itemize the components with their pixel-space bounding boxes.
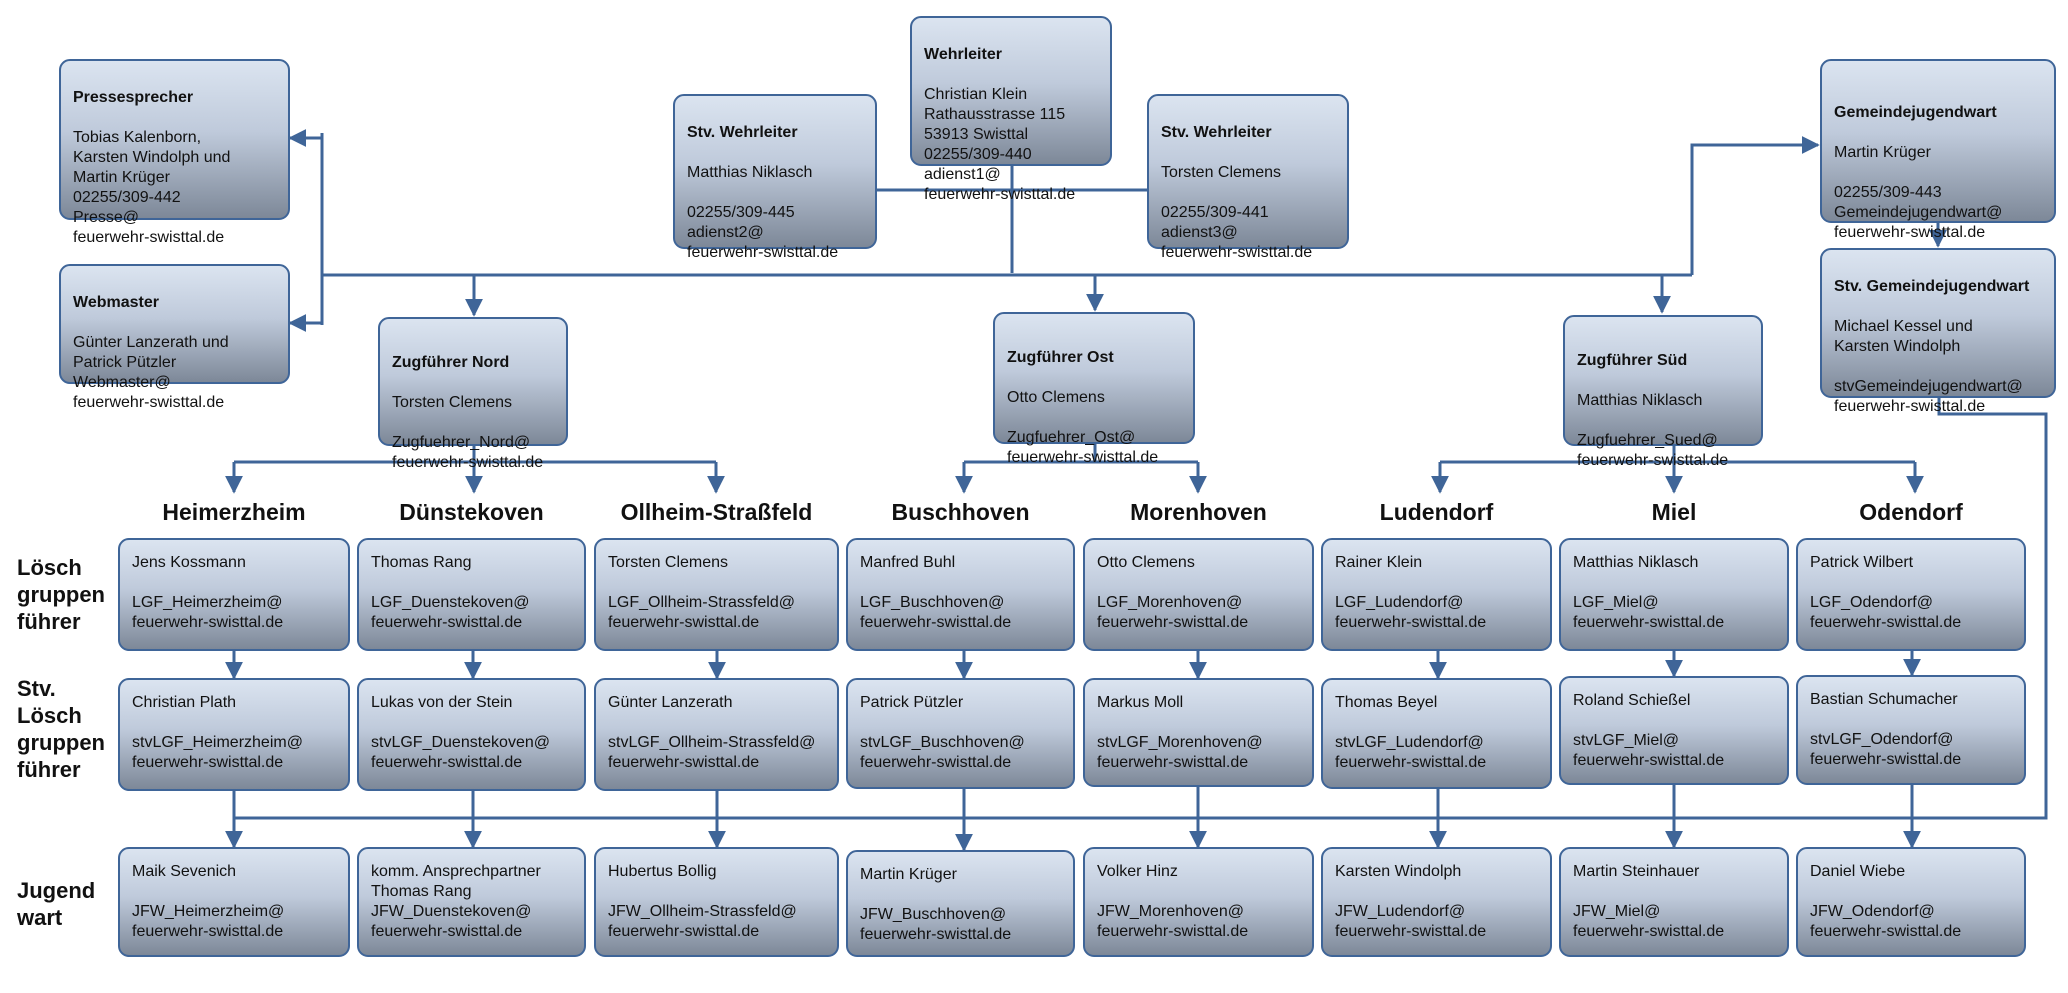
- zugfuehrer-sued-details: Matthias Niklasch Zugfuehrer_Sued@ feuer…: [1577, 392, 1729, 469]
- stv-wehrleiter-right-details: Torsten Clemens 02255/309-441 adienst3@ …: [1161, 164, 1313, 261]
- row-label-stv-loeschgruppenfuehrer: Stv. Lösch gruppen führer: [17, 676, 105, 782]
- zugfuehrer-nord-box: Zugführer Nord Torsten Clemens Zugfuehre…: [378, 317, 568, 471]
- pressesprecher-details: Tobias Kalenborn, Karsten Windolph und M…: [73, 129, 231, 246]
- gemeindejugendwart-title: Gemeindejugendwart: [1834, 104, 1997, 121]
- unit-name-buschhoven: Buschhoven: [891, 499, 1030, 525]
- zugfuehrer-ost-title: Zugführer Ost: [1007, 349, 1114, 366]
- lgf-box-duenstekoven: Thomas Rang LGF_Duenstekoven@ feuerwehr-…: [357, 538, 586, 651]
- stv-wehrleiter-right-box: Stv. Wehrleiter Torsten Clemens 02255/30…: [1147, 94, 1349, 261]
- lgf-box-odendorf: Patrick Wilbert LGF_Odendorf@ feuerwehr-…: [1796, 538, 2026, 651]
- zugfuehrer-sued-box: Zugführer Süd Matthias Niklasch Zugfuehr…: [1563, 315, 1763, 469]
- lgf-box-heimerzheim: Jens Kossmann LGF_Heimerzheim@ feuerwehr…: [118, 538, 350, 651]
- unit-name-duenstekoven: Dünstekoven: [399, 499, 544, 525]
- webmaster-title: Webmaster: [73, 294, 159, 311]
- stvlgf-box-morenhoven: Markus Moll stvLGF_Morenhoven@ feuerwehr…: [1083, 678, 1314, 787]
- wehrleiter-details: Christian Klein Rathausstrasse 115 53913…: [924, 86, 1076, 203]
- row-label-loeschgruppenfuehrer: Lösch gruppen führer: [17, 555, 105, 634]
- jfw-box-morenhoven: Volker Hinz JFW_Morenhoven@ feuerwehr-sw…: [1083, 847, 1314, 957]
- jfw-box-heimerzheim: Maik Sevenich JFW_Heimerzheim@ feuerwehr…: [118, 847, 350, 957]
- jfw-box-ollheim-strassfeld: Hubertus Bollig JFW_Ollheim-Strassfeld@ …: [594, 847, 839, 957]
- webmaster-details: Günter Lanzerath und Patrick Pützler Web…: [73, 334, 229, 411]
- wehrleiter-box: Wehrleiter Christian Klein Rathausstrass…: [910, 16, 1112, 203]
- lgf-box-buschhoven: Manfred Buhl LGF_Buschhoven@ feuerwehr-s…: [846, 538, 1075, 651]
- stv-wehrleiter-left-details: Matthias Niklasch 02255/309-445 adienst2…: [687, 164, 839, 261]
- jfw-box-buschhoven: Martin Krüger JFW_Buschhoven@ feuerwehr-…: [846, 850, 1075, 957]
- zugfuehrer-ost-details: Otto Clemens Zugfuehrer_Ost@ feuerwehr-s…: [1007, 389, 1159, 466]
- unit-name-miel: Miel: [1651, 499, 1697, 525]
- wehrleiter-title: Wehrleiter: [924, 46, 1002, 63]
- jfw-box-duenstekoven: komm. Ansprechpartner Thomas Rang JFW_Du…: [357, 847, 586, 957]
- stvlgf-box-buschhoven: Patrick Pützler stvLGF_Buschhoven@ feuer…: [846, 678, 1075, 789]
- jfw-box-miel: Martin Steinhauer JFW_Miel@ feuerwehr-sw…: [1559, 847, 1789, 957]
- stv-gemeindejugendwart-title: Stv. Gemeindejugendwart: [1834, 278, 2030, 295]
- stvlgf-box-duenstekoven: Lukas von der Stein stvLGF_Duenstekoven@…: [357, 678, 586, 791]
- zugfuehrer-ost-box: Zugführer Ost Otto Clemens Zugfuehrer_Os…: [993, 312, 1195, 466]
- pressesprecher-box: Pressesprecher Tobias Kalenborn, Karsten…: [59, 59, 290, 246]
- zugfuehrer-sued-title: Zugführer Süd: [1577, 352, 1688, 369]
- stv-wehrleiter-left-box: Stv. Wehrleiter Matthias Niklasch 02255/…: [673, 94, 877, 261]
- unit-name-ollheim-strassfeld: Ollheim-Straßfeld: [620, 499, 813, 525]
- stv-wehrleiter-left-title: Stv. Wehrleiter: [687, 124, 798, 141]
- stv-wehrleiter-right-title: Stv. Wehrleiter: [1161, 124, 1272, 141]
- unit-name-odendorf: Odendorf: [1859, 499, 1963, 525]
- unit-name-ludendorf: Ludendorf: [1379, 499, 1494, 525]
- webmaster-box: Webmaster Günter Lanzerath und Patrick P…: [59, 264, 290, 411]
- stv-gemeindejugendwart-box: Stv. Gemeindejugendwart Michael Kessel u…: [1820, 248, 2056, 415]
- stvlgf-box-miel: Roland Schießel stvLGF_Miel@ feuerwehr-s…: [1559, 676, 1789, 785]
- zugfuehrer-nord-title: Zugführer Nord: [392, 354, 510, 371]
- gemeindejugendwart-details: Martin Krüger 02255/309-443 Gemeindejuge…: [1834, 144, 2003, 241]
- pressesprecher-title: Pressesprecher: [73, 89, 194, 106]
- jfw-box-ludendorf: Karsten Windolph JFW_Ludendorf@ feuerweh…: [1321, 847, 1552, 957]
- unit-name-heimerzheim: Heimerzheim: [162, 499, 306, 525]
- stvlgf-box-heimerzheim: Christian Plath stvLGF_Heimerzheim@ feue…: [118, 678, 350, 791]
- jfw-box-odendorf: Daniel Wiebe JFW_Odendorf@ feuerwehr-swi…: [1796, 847, 2026, 957]
- lgf-box-ludendorf: Rainer Klein LGF_Ludendorf@ feuerwehr-sw…: [1321, 538, 1552, 651]
- unit-name-morenhoven: Morenhoven: [1130, 499, 1267, 525]
- lgf-box-ollheim-strassfeld: Torsten Clemens LGF_Ollheim-Strassfeld@ …: [594, 538, 839, 651]
- stvlgf-box-ludendorf: Thomas Beyel stvLGF_Ludendorf@ feuerwehr…: [1321, 678, 1552, 789]
- stvlgf-box-odendorf: Bastian Schumacher stvLGF_Odendorf@ feue…: [1796, 675, 2026, 785]
- row-label-jugendwart: Jugend wart: [17, 878, 96, 930]
- stv-gemeindejugendwart-details: Michael Kessel und Karsten Windolph stvG…: [1834, 318, 2023, 415]
- gemeindejugendwart-box: Gemeindejugendwart Martin Krüger 02255/3…: [1820, 59, 2056, 241]
- lgf-box-miel: Matthias Niklasch LGF_Miel@ feuerwehr-sw…: [1559, 538, 1789, 651]
- stvlgf-box-ollheim-strassfeld: Günter Lanzerath stvLGF_Ollheim-Strassfe…: [594, 678, 839, 791]
- zugfuehrer-nord-details: Torsten Clemens Zugfuehrer_Nord@ feuerwe…: [392, 394, 544, 471]
- lgf-box-morenhoven: Otto Clemens LGF_Morenhoven@ feuerwehr-s…: [1083, 538, 1314, 651]
